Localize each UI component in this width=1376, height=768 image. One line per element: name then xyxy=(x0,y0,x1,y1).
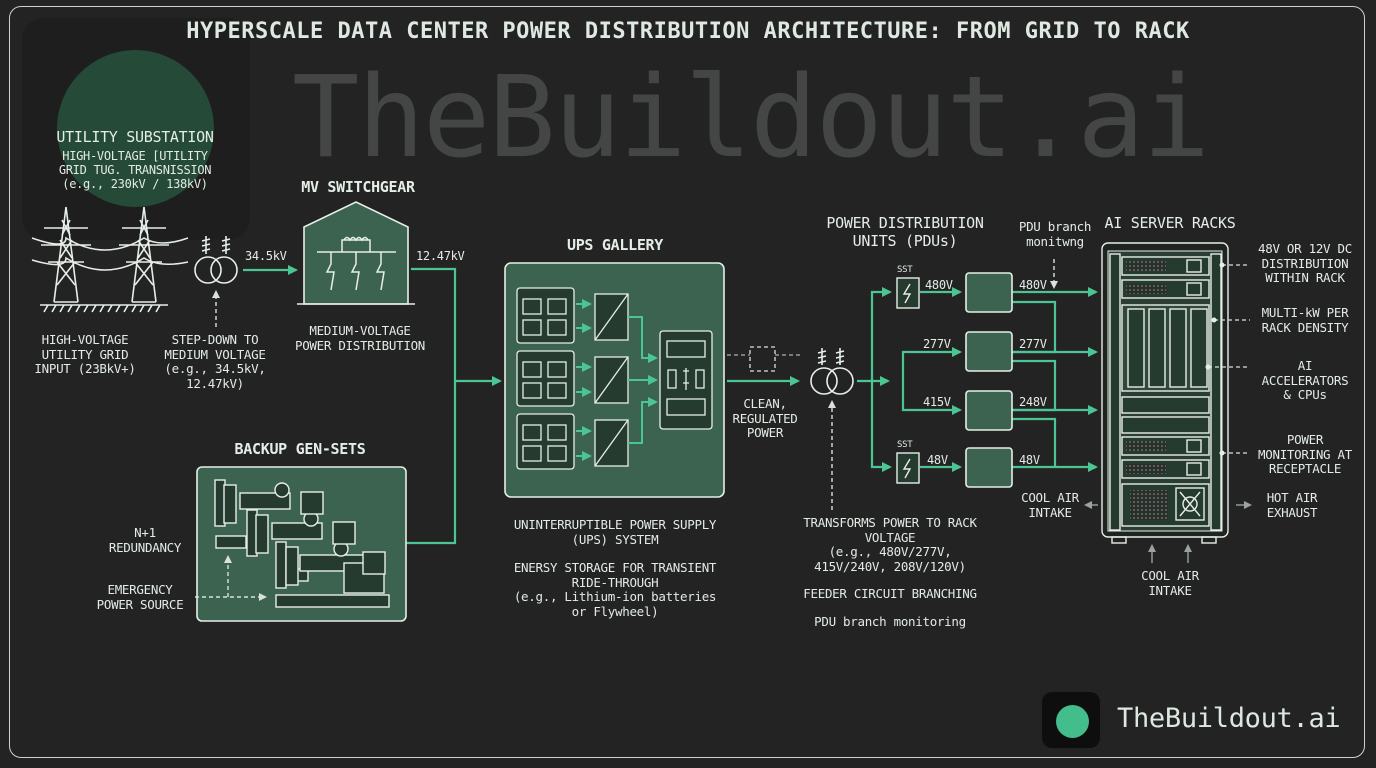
green-dot-logo-icon xyxy=(1056,705,1089,738)
cool-air-side-label: COOL AIR INTAKE xyxy=(1021,490,1079,520)
sst-label-bottom: SST xyxy=(897,440,913,450)
pdu-units xyxy=(965,272,1013,488)
substation-highlight-circle xyxy=(57,50,214,207)
battery-bank-2 xyxy=(516,350,575,407)
rack-callout-dc-distribution: 48V OR 12V DC DISTRIBUTION WITHIN RACK xyxy=(1258,241,1352,285)
sst-modules xyxy=(896,277,920,484)
substation-heading: UTILITY SUBSTATION xyxy=(56,128,214,146)
gensets-heading: BACKUP GEN-SETS xyxy=(234,440,366,458)
sst-label-top: SST xyxy=(897,265,913,275)
ups-storage-note: ENERSY STORAGE FOR TRANSIENT RIDE-THROUG… xyxy=(513,560,717,619)
switchgear-description: MEDIUM-VOLTAGE POWER DISTRIBUTION xyxy=(294,323,426,353)
pdu-input-48v: 48V xyxy=(927,453,948,467)
hot-air-label: HOT AIR EXHAUST xyxy=(1266,490,1318,520)
pdu-heading: POWER DISTRIBUTION UNITS (PDUs) xyxy=(826,214,984,250)
brand-logo xyxy=(1042,692,1100,748)
battery-bank-1 xyxy=(516,287,575,344)
server-rack-icon xyxy=(1101,242,1229,544)
watermark: TheBuildout.ai xyxy=(292,53,1210,183)
ups-heading: UPS GALLERY xyxy=(566,236,664,254)
diagram-frame xyxy=(9,6,1365,758)
substation-description: HIGH-VOLTAGE [UTILITY GRID TUG. TRANSNIS… xyxy=(58,149,212,191)
ups-gallery-panel xyxy=(504,262,725,498)
pdu-output-480v: 480V xyxy=(1019,278,1047,292)
battery-bank-3 xyxy=(516,413,575,470)
pdu-output-248v: 248V xyxy=(1019,395,1047,409)
racks-heading: AI SERVER RACKS xyxy=(1104,214,1236,232)
dc-converters-icon xyxy=(594,293,629,467)
rack-callout-accelerators: AI ACCELERATORS & CPUs xyxy=(1261,358,1349,402)
pdu-transformer-icon xyxy=(810,348,854,395)
transmission-towers-icon xyxy=(31,206,189,313)
pdu-output-48v: 48V xyxy=(1019,453,1040,467)
page-title: HYPERSCALE DATA CENTER POWER DISTRIBUTIO… xyxy=(186,19,1190,44)
pdu-output-277v: 277V xyxy=(1019,337,1047,351)
pdu-transform-note: TRANSFORMS POWER TO RACK VOLTAGE (e.g., … xyxy=(803,515,977,574)
voltage-12kv: 12.47kV xyxy=(416,249,465,263)
bypass-box xyxy=(749,346,776,372)
rack-callout-density: MULTI-kW PER RACK DENSITY xyxy=(1261,305,1349,335)
brand-name: TheBuildout.ai xyxy=(1117,703,1341,734)
pdu-feeder-note: FEEDER CIRCUIT BRANCHING xyxy=(803,586,977,601)
pdu-input-480v: 480V xyxy=(925,278,953,292)
voltage-34kv: 34.5kV xyxy=(245,249,287,263)
static-switch-icon xyxy=(659,330,713,430)
pdu-monitor-label: PDU branch monitwng xyxy=(1018,219,1092,249)
backup-genset-icon xyxy=(196,466,407,622)
feeder-line-12kv xyxy=(406,267,457,545)
pdu-input-277v: 277V xyxy=(923,337,951,351)
emergency-label: EMERGENCY POWER SOURCE xyxy=(96,582,184,612)
pdu-input-415v: 415V xyxy=(923,395,951,409)
rack-callout-lines xyxy=(1208,264,1250,454)
airflow-arrows xyxy=(1084,501,1252,563)
mv-switchgear-icon xyxy=(297,201,415,305)
pdu-branch-note: PDU branch monitoring xyxy=(814,614,966,629)
redundancy-label: N+1 REDUNDANCY xyxy=(108,525,182,555)
ups-description: UNINTERRUPTIBLE POWER SUPPLY (UPS) SYSTE… xyxy=(513,517,717,547)
grid-input-label: HIGH-VOLTAGE UTILITY GRID INPUT (23BkV+) xyxy=(34,332,136,376)
rack-callout-power-monitoring: POWER MONITORING AT RECEPTACLE xyxy=(1258,432,1352,476)
stepdown-label: STEP-DOWN TO MEDIUM VOLTAGE (e.g., 34.5k… xyxy=(164,332,266,391)
pdu-branch-lines xyxy=(857,287,1098,472)
cool-air-bottom-label: COOL AIR INTAKE xyxy=(1141,568,1199,598)
switchgear-heading: MV SWITCHGEAR xyxy=(301,178,415,196)
clean-power-label: CLEAN, REGULATED POWER xyxy=(732,396,798,440)
step-down-transformer-icon xyxy=(194,236,238,284)
